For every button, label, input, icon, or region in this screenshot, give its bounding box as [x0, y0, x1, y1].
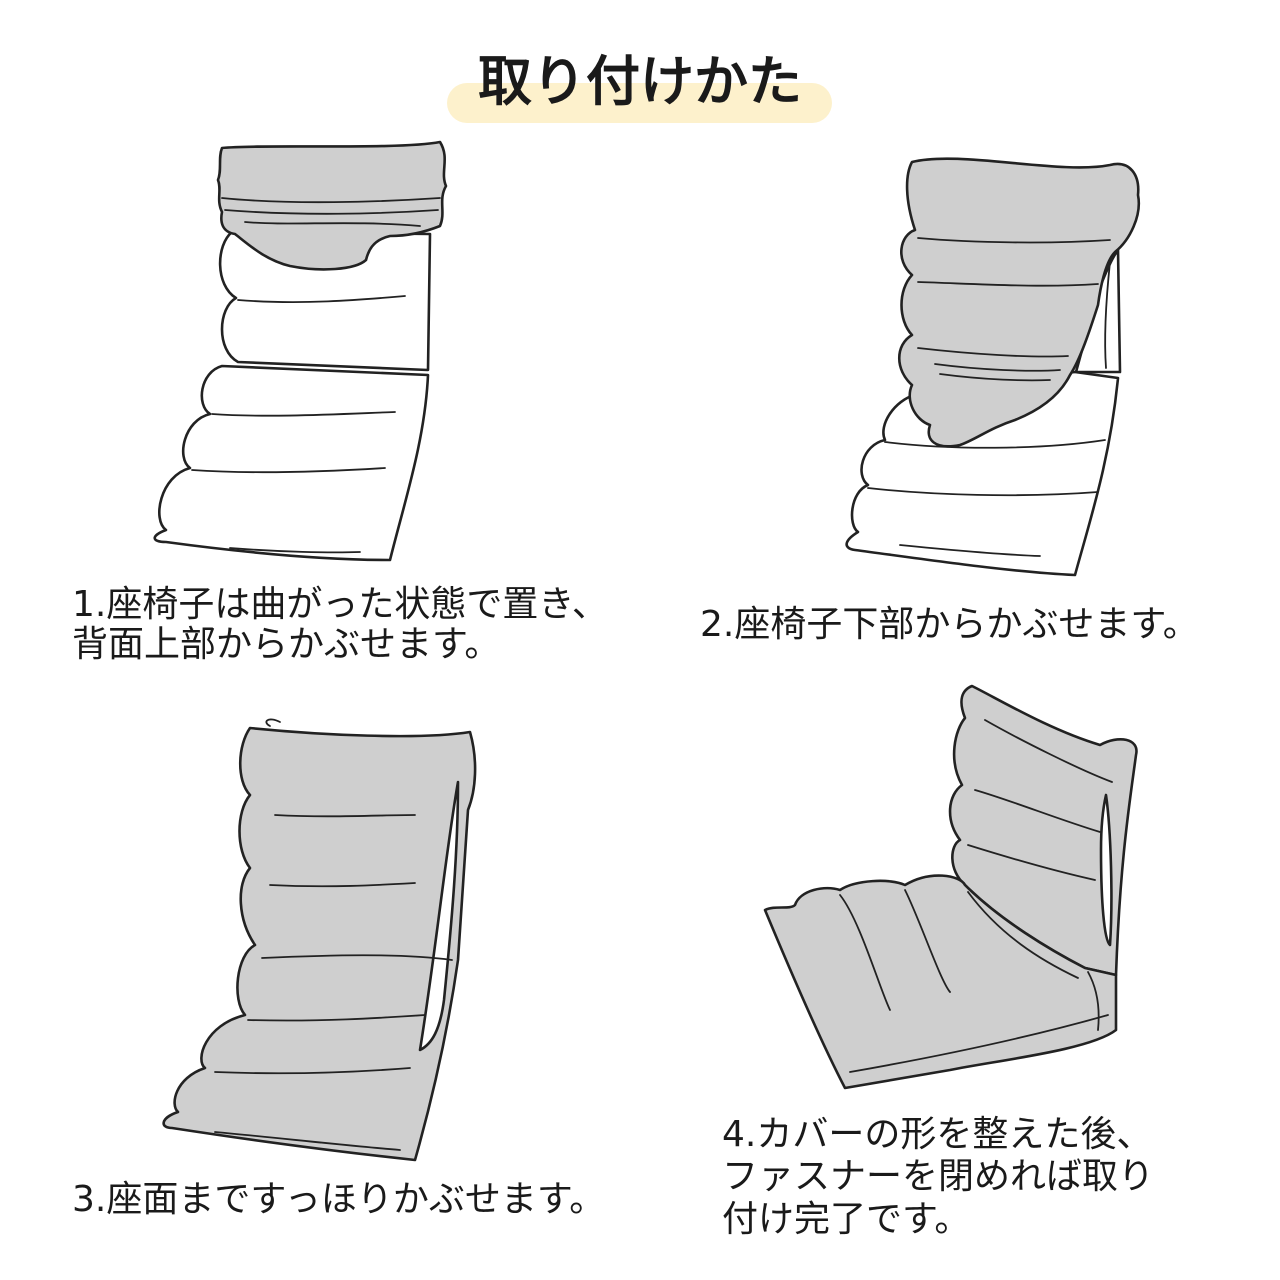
step-1-illustration — [153, 140, 448, 562]
chair-cover — [898, 157, 1141, 448]
page-title: 取り付けかた — [478, 50, 802, 113]
chair-seat — [845, 370, 1120, 577]
caption-line: 2.座椅子下部からかぶせます。 — [700, 604, 1199, 645]
step-4-illustration — [763, 684, 1138, 1090]
caption-line: 3.座面まですっほりかぶせます。 — [72, 1179, 606, 1220]
title-highlight — [447, 83, 832, 123]
caption-line: 1.座椅子は曲がった状態で置き、 — [72, 584, 608, 625]
caption-line: 付け完了です。 — [722, 1199, 971, 1240]
chair-seat — [153, 364, 430, 562]
step-3-illustration — [162, 718, 477, 1162]
chair-cover — [162, 726, 477, 1162]
caption-line: ファスナーを閉めれば取り — [722, 1156, 1155, 1197]
cover-opening — [418, 780, 460, 1052]
zipper-gap — [1099, 793, 1113, 947]
caption-line: 背面上部からかぶせます。 — [72, 624, 501, 665]
step-2-illustration — [845, 157, 1141, 577]
chair-cover — [216, 140, 448, 271]
caption-line: 4.カバーの形を整えた後、 — [722, 1114, 1153, 1155]
